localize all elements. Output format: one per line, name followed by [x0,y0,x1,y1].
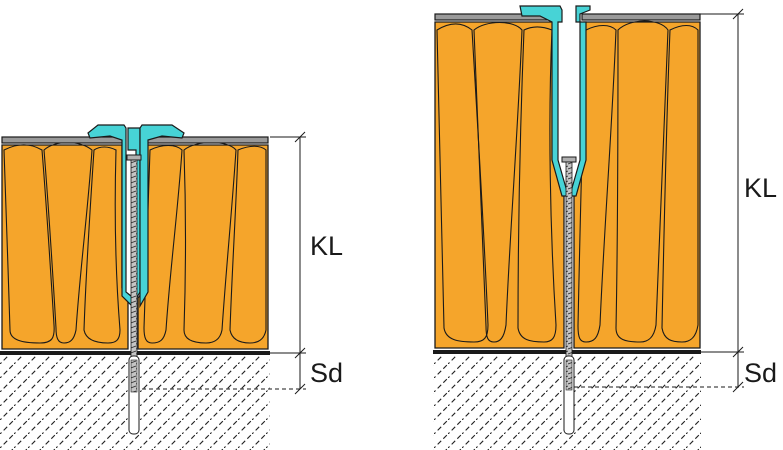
left-fastening-profile-right [139,124,185,309]
left-dimensions [142,131,306,395]
left-insulation-left [1,144,129,350]
left-sd-label: Sd [310,358,343,388]
right-sd-label: Sd [744,358,777,388]
right-kl-label: KL [744,173,777,203]
left-insulation-right [137,144,269,350]
left-kl-label: KL [310,231,343,261]
right-insulation-left [434,21,565,349]
right-screw-head [561,156,577,163]
right-fastening-profile-right [569,5,591,197]
left-membrane-right [145,136,269,144]
right-membrane-right [581,13,701,21]
left-fibre-pattern [3,141,267,344]
left-fastening-profile [87,124,141,307]
right-assembly: KL Sd [433,5,777,450]
right-insulation-right [573,21,701,349]
left-screw-head [126,154,142,161]
right-dimensions [574,8,744,393]
left-membrane-left [1,136,125,144]
left-assembly: KL Sd [0,124,343,450]
